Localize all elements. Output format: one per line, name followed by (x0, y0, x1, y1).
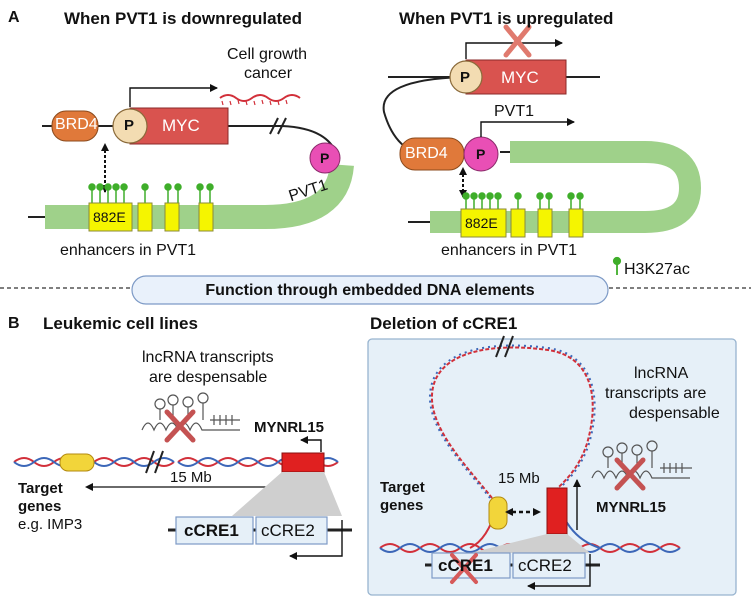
panel-b-right (367, 335, 737, 596)
enhancer (568, 208, 584, 238)
enhancer (537, 208, 553, 238)
pvt1-promoter (309, 142, 341, 174)
panel-b-right-title: Deletion of cCRE1 (370, 314, 518, 333)
promoter-label: P (460, 69, 471, 86)
blocked-transcription-cross-icon (503, 24, 532, 58)
panel-a-right-title: When PVT1 is upregulated (399, 9, 614, 28)
ccre1-label: cCRE1 (438, 556, 493, 575)
distance-label: 15 Mb (170, 469, 212, 486)
myc-promoter (449, 60, 483, 94)
banner-box (131, 275, 609, 305)
brd4-box (51, 110, 99, 142)
lncrna-icon (591, 440, 692, 480)
pvt1-promoter-label: P (476, 146, 486, 162)
ccre2-box (512, 552, 586, 579)
panel-b-left-title: Leukemic cell lines (43, 314, 198, 333)
dispensable-cross-icon (614, 457, 646, 491)
target-genes-line1: Target (18, 480, 63, 497)
dna-loop (430, 346, 594, 499)
mynrl15-label: MYNRL15 (596, 499, 667, 516)
pvt1-chromatin-loop (430, 141, 702, 233)
ccre1-label: cCRE1 (184, 521, 239, 540)
h3k27ac-marks (462, 192, 584, 210)
banner-text: Function through embedded DNA elements (205, 282, 535, 299)
enhancer (137, 202, 153, 232)
panel-b-label: B (8, 315, 20, 332)
lncrna-text-line2: transcripts are (605, 385, 707, 402)
lncrna-text-line3: despensable (629, 405, 720, 422)
pvt1-label: PVT1 (494, 103, 535, 120)
enhancer (198, 202, 214, 232)
growth-line1: Cell growth (227, 46, 308, 63)
h3k27ac-marks (88, 183, 214, 203)
lncrna-icon (141, 392, 240, 432)
zoom-shadow (470, 534, 590, 553)
panel-a-right (382, 24, 702, 275)
legend-h3k27ac-label: H3K27ac (624, 261, 690, 278)
growth-line2: cancer (244, 65, 293, 82)
enhancer-882e (88, 202, 133, 232)
lncrna-text-line1: lncRNA (634, 365, 689, 382)
target-genes-line1: Target (380, 479, 425, 496)
enhancer-882e-label: 882E (465, 215, 498, 231)
target-genes-line2: genes (18, 498, 62, 515)
brd4-label: BRD4 (405, 145, 448, 162)
panel-a-left-title: When PVT1 is downregulated (64, 9, 303, 28)
deleted-ccre1-cross-icon (450, 553, 478, 584)
mynrl15-label: MYNRL15 (254, 419, 325, 436)
lncrna-text-line1: lncRNA transcripts (142, 349, 274, 366)
enhancers-label: enhancers in PVT1 (441, 242, 578, 259)
myc-promoter (112, 108, 148, 144)
mynrl15-gene (281, 452, 325, 473)
promoter-label: P (124, 117, 135, 134)
target-genes-line2: genes (380, 497, 424, 514)
target-gene (59, 453, 95, 472)
enhancer-882e (460, 208, 507, 238)
ccre2-label: cCRE2 (518, 556, 572, 575)
enhancers-label: enhancers in PVT1 (60, 242, 197, 259)
distance-label: 15 Mb (498, 470, 540, 487)
ccre2-label: cCRE2 (261, 521, 315, 540)
mrna-icon (219, 94, 301, 102)
ccre2-box (255, 516, 328, 545)
zoom-shadow (232, 472, 342, 516)
pvt1-promoter-label: P (320, 150, 330, 166)
myc-label: MYC (162, 116, 200, 135)
lncrna-text-line2: are despensable (149, 369, 268, 386)
target-gene (488, 496, 508, 530)
panel-b-left (13, 392, 352, 560)
deletion-box (367, 338, 737, 596)
enhancer (164, 202, 180, 232)
panel-a-label: A (8, 9, 20, 26)
brd4-label: BRD4 (55, 116, 98, 133)
legend-h3k27ac-icon (612, 256, 622, 275)
ccre1-box (175, 516, 254, 545)
myc-label: MYC (501, 68, 539, 87)
enhancer (510, 208, 526, 238)
pvt1-chromatin (45, 163, 354, 229)
target-example: e.g. IMP3 (18, 516, 83, 533)
mynrl15-gene (546, 487, 568, 535)
enhancer-882e-label: 882E (93, 209, 126, 225)
panel-a-left (28, 84, 354, 232)
dispensable-cross-icon (164, 409, 196, 443)
myc-box (465, 59, 567, 95)
